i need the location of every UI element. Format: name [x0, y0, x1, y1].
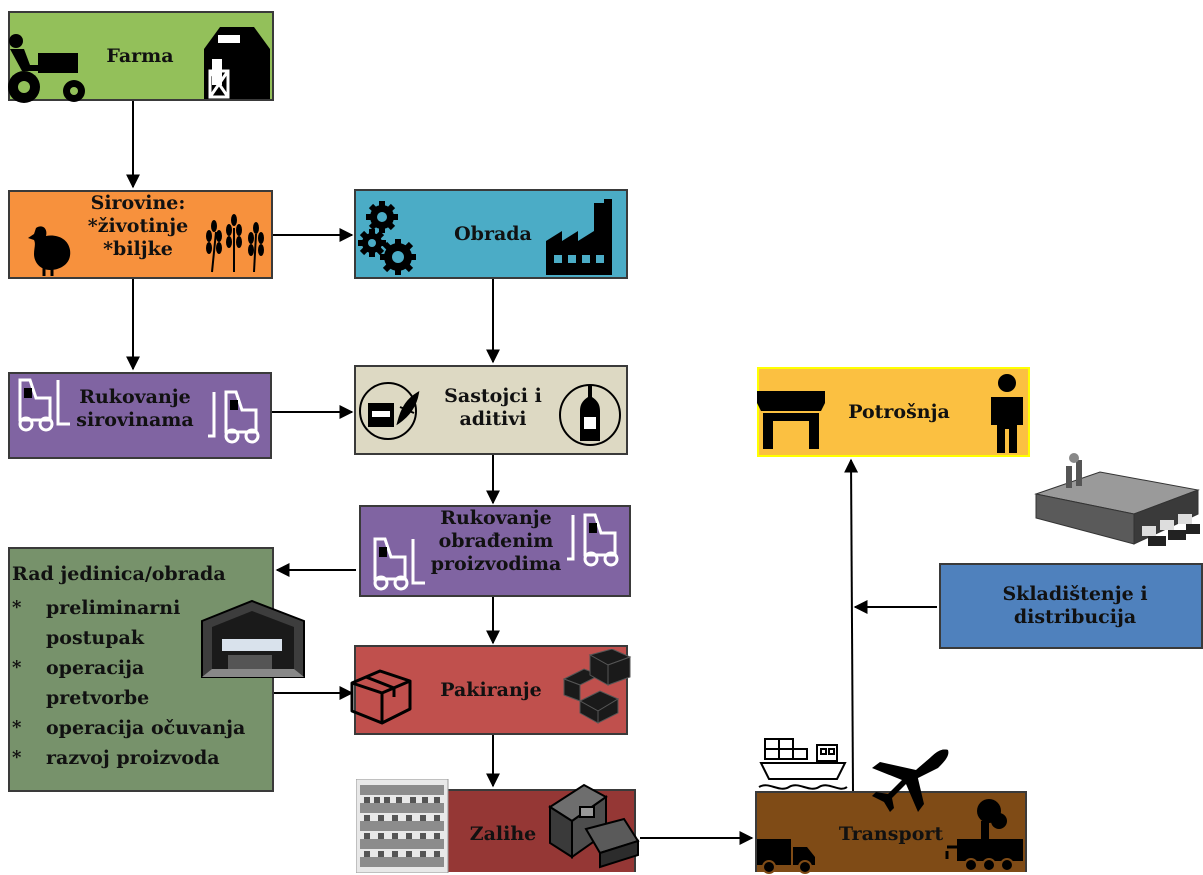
node-zalihe-label: Zalihe [469, 823, 537, 845]
forklift-icon [208, 390, 260, 444]
factory-icon [546, 199, 612, 275]
rad-bullet: postupak [46, 627, 145, 649]
warehouse-icon [201, 599, 305, 678]
node-obrada: Obrada [354, 189, 628, 279]
store-icon [757, 391, 825, 449]
node-rukovanje-obradenim-label: Rukovanje obrađenim proizvodima [430, 507, 562, 575]
rad-bullet: pretvorbe [46, 687, 150, 709]
forklift-icon [373, 537, 425, 591]
node-transport-label: Transport [838, 823, 944, 845]
node-skladistenje: Skladištenje i distribucija [939, 563, 1203, 649]
node-potrosnja: Potrošnja [757, 367, 1030, 457]
node-sastojci: Sastojci i aditivi [354, 365, 628, 455]
node-pakiranje: Pakiranje [350, 645, 632, 735]
node-rukovanje-obradenim: Rukovanje obrađenim proizvodima [359, 505, 631, 597]
node-farma-label: Farma [106, 45, 174, 67]
wheat-icon [206, 214, 264, 273]
node-sirovine: Sirovine: *životinje *biljke [8, 190, 273, 279]
node-obrada-label: Obrada [454, 223, 532, 245]
node-rad-bullets: *preliminarni postupak *operacija pretvo… [12, 593, 245, 773]
barn-icon [204, 27, 270, 99]
distribution-center-icon [1034, 453, 1200, 546]
truck-icon [757, 839, 815, 874]
bottle-icon [559, 384, 621, 446]
packaging-icon [562, 649, 632, 724]
gears-icon [358, 201, 416, 275]
train-icon [945, 799, 1023, 872]
node-rukovanje-sirovinama-label: Rukovanje sirovinama [76, 386, 194, 431]
node-skladistenje-label: Skladištenje i distribucija [1002, 583, 1148, 628]
node-rukovanje-sirovinama: Rukovanje sirovinama [8, 372, 272, 459]
airplane-icon [872, 749, 949, 812]
node-pakiranje-label: Pakiranje [440, 679, 542, 701]
node-rad: Rad jedinica/obrada *preliminarni postup… [8, 547, 305, 792]
ingredients-icon [359, 382, 420, 440]
shelves-icon [356, 779, 449, 873]
node-zalihe: Zalihe [356, 779, 640, 873]
node-potrosnja-label: Potrošnja [848, 401, 950, 423]
crate-icon [548, 783, 640, 869]
rad-bullet: *operacija očuvanja [12, 717, 246, 739]
box-icon [350, 669, 412, 725]
node-sirovine-label: Sirovine: *životinje *biljke [87, 192, 189, 260]
arrow-transport-potrosnja [844, 458, 859, 792]
forklift-icon [567, 513, 619, 567]
ship-icon [758, 738, 848, 790]
rad-bullet: *razvoj proizvoda [12, 747, 220, 769]
person-icon [991, 374, 1023, 453]
forklift-icon [18, 378, 70, 432]
node-rad-title: Rad jedinica/obrada [12, 563, 226, 585]
rad-bullet: *preliminarni [12, 597, 181, 619]
chicken-icon [28, 226, 71, 276]
tractor-icon [8, 34, 85, 103]
rad-bullet: *operacija [12, 657, 145, 679]
node-sastojci-label: Sastojci i aditivi [444, 385, 542, 430]
node-farma: Farma [8, 11, 274, 103]
